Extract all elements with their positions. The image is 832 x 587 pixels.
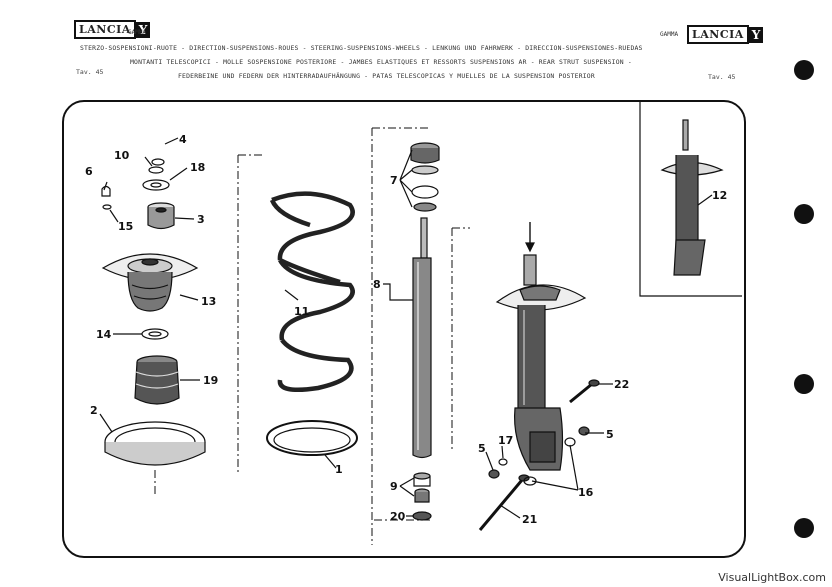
part-10-washer <box>148 166 164 174</box>
lancia-logo-right: LANCIA Y <box>687 25 764 44</box>
header-line-2: MONTANTI TELESCOPICI - MOLLE SOSPENSIONE… <box>130 58 632 66</box>
callout-5-left: 5 <box>478 442 486 455</box>
lancia-y-mark: Y <box>135 21 151 38</box>
callout-7: 7 <box>390 174 398 187</box>
callout-19: 19 <box>203 374 218 387</box>
binder-hole-icon <box>794 204 814 224</box>
callout-10: 10 <box>114 149 130 162</box>
callout-6: 6 <box>85 165 93 178</box>
callout-8: 8 <box>373 278 381 291</box>
callout-18: 18 <box>190 161 205 174</box>
inset-frame <box>639 102 742 297</box>
lancia-y-mark: Y <box>748 26 764 43</box>
part-15-washer <box>102 204 112 210</box>
lancia-logo-left: LANCIA Y <box>74 20 151 39</box>
callout-16: 16 <box>578 486 594 499</box>
header-line-3: FEDERBEINE UND FEDERN DER HINTERRADAUFHÄ… <box>178 72 595 80</box>
callout-3: 3 <box>197 213 205 226</box>
part-18-washer <box>142 179 170 191</box>
callout-22: 22 <box>614 378 629 391</box>
table-number-right: Tav. 45 <box>708 73 736 81</box>
watermark: VisualLightBox.com <box>718 571 826 584</box>
part-4-nut <box>151 158 165 166</box>
lancia-logo-icon: LANCIA <box>74 20 136 39</box>
callout-1: 1 <box>335 463 343 476</box>
callout-11: 11 <box>294 305 309 318</box>
lancia-logo-icon: LANCIA <box>687 25 749 44</box>
callout-4: 4 <box>179 133 187 146</box>
header-line-1: STERZO-SOSPENSIONI-RUOTE - DIRECTION-SUS… <box>80 44 643 52</box>
table-number-left: Tav. 45 <box>76 68 104 76</box>
callout-5-right: 5 <box>606 428 614 441</box>
binder-hole-icon <box>794 518 814 538</box>
callout-15: 15 <box>118 220 133 233</box>
callout-21: 21 <box>522 513 537 526</box>
model-name-right: GAMMA <box>660 31 679 38</box>
binder-hole-icon <box>794 60 814 80</box>
callout-9: 9 <box>390 480 398 493</box>
binder-hole-icon <box>794 374 814 394</box>
diagram-frame <box>62 100 746 558</box>
model-name-left: GAMMA <box>128 29 147 36</box>
callout-14: 14 <box>96 328 112 341</box>
callout-2: 2 <box>90 404 98 417</box>
part-6-bolt <box>101 185 111 197</box>
callout-17: 17 <box>498 434 513 447</box>
callout-20: 20 <box>390 510 406 523</box>
callout-13: 13 <box>201 295 216 308</box>
callout-12: 12 <box>712 189 727 202</box>
